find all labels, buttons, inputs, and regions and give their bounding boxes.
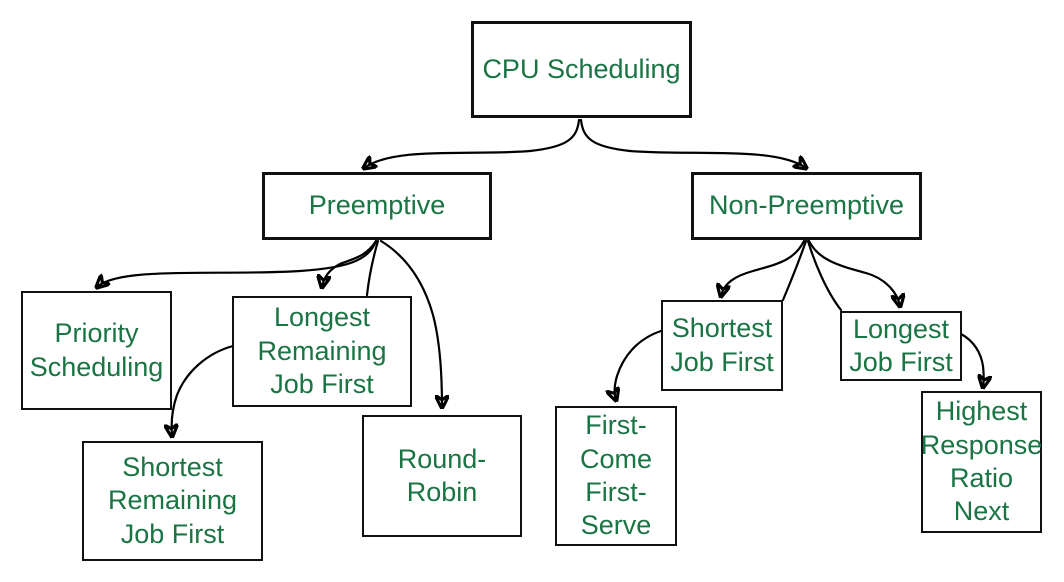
- node-non-preemptive-label: Non-Preemptive: [708, 190, 905, 221]
- edge-non-preemptive-hrrn: [959, 332, 984, 387]
- node-round-robin: Round- Robin: [362, 415, 522, 537]
- node-longest-job-first: Longest Job First: [840, 311, 962, 381]
- node-highest-response-ratio-next-label: Highest Response Ratio Next: [920, 396, 1043, 527]
- edge-non-preemptive-sjf-corner-strand: [781, 239, 808, 302]
- node-priority-scheduling-label: Priority Scheduling: [29, 318, 164, 382]
- node-longest-remaining-job-first-label: Longest Remaining Job First: [257, 302, 387, 400]
- node-round-robin-label: Round- Robin: [397, 443, 487, 507]
- node-shortest-remaining-job-first: Shortest Remaining Job First: [82, 441, 263, 561]
- node-first-come-first-serve-label: First- Come First- Serve: [579, 410, 653, 541]
- node-first-come-first-serve: First- Come First- Serve: [555, 406, 677, 546]
- edge-non-preemptive-sjf: [721, 239, 806, 296]
- node-preemptive-label: Preemptive: [308, 190, 446, 221]
- edge-cpu-preemptive: [364, 118, 581, 168]
- edge-preemptive-lrjf: [322, 239, 378, 287]
- node-cpu-scheduling-label: CPU Scheduling: [482, 53, 681, 84]
- edge-cpu-non-preemptive: [579, 118, 806, 168]
- node-shortest-job-first: Shortest Job First: [661, 300, 783, 391]
- edge-preemptive-srjf: [172, 344, 235, 436]
- node-longest-job-first-label: Longest Job First: [849, 313, 953, 377]
- node-highest-response-ratio-next: Highest Response Ratio Next: [921, 391, 1042, 533]
- node-shortest-remaining-job-first-label: Shortest Remaining Job First: [107, 451, 238, 549]
- node-shortest-job-first-label: Shortest Job First: [670, 313, 774, 377]
- edge-non-preemptive-fcfs: [615, 329, 663, 400]
- node-priority-scheduling: Priority Scheduling: [21, 291, 172, 410]
- edge-preemptive-priority: [97, 239, 378, 287]
- edge-preemptive-lrjf-corner-strand: [365, 239, 380, 297]
- node-longest-remaining-job-first: Longest Remaining Job First: [232, 296, 412, 407]
- edge-non-preemptive-ljf: [807, 239, 900, 306]
- node-cpu-scheduling: CPU Scheduling: [471, 21, 692, 118]
- node-non-preemptive: Non-Preemptive: [691, 172, 922, 240]
- edge-non-preemptive-ljf-corner-strand: [806, 239, 843, 312]
- node-preemptive: Preemptive: [262, 172, 492, 240]
